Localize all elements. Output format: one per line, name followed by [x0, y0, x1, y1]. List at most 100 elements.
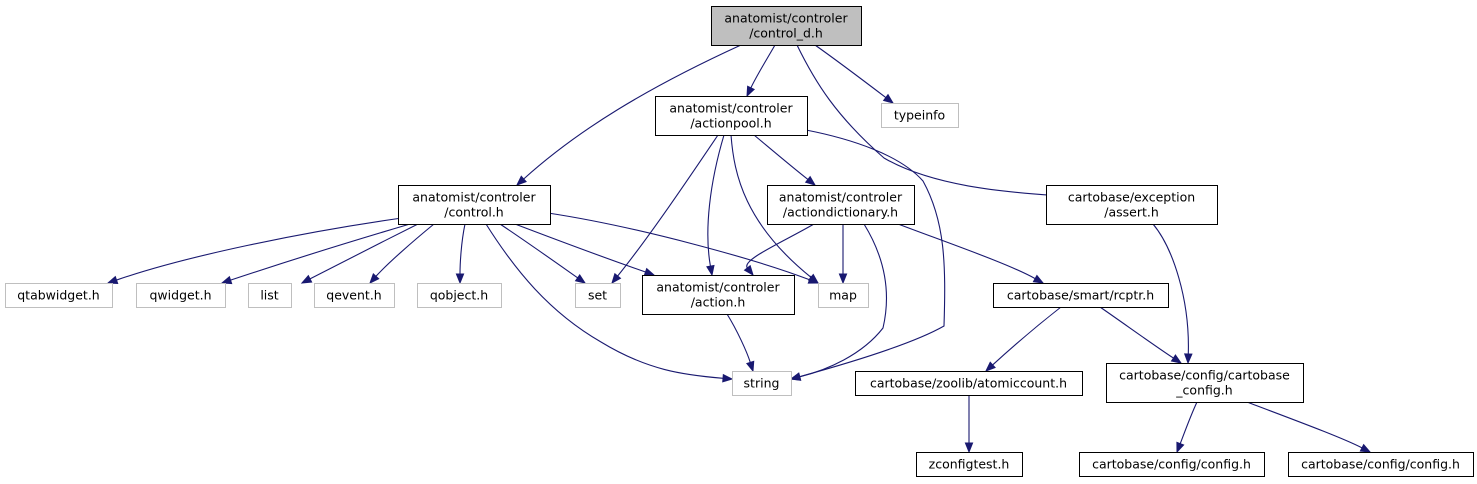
node-label: set	[588, 288, 607, 303]
node-actiondictionary[interactable]: anatomist/controler/actiondictionary.h	[767, 185, 915, 225]
edge-control-to-set	[499, 223, 587, 284]
edge-line	[1099, 306, 1174, 359]
edge-arrowhead	[611, 272, 622, 285]
node-label: typeinfo	[894, 108, 945, 123]
edge-actiondictionary-to-action	[743, 223, 815, 277]
edge-control-to-list	[300, 223, 419, 284]
edge-line	[547, 212, 810, 281]
node-box	[1288, 452, 1474, 477]
edge-arrowhead	[807, 275, 820, 284]
edge-arrowhead	[369, 273, 380, 285]
node-label: anatomist/controler	[669, 101, 793, 116]
edge-control-to-qevent	[369, 223, 435, 285]
edge-control-to-string	[485, 223, 734, 383]
node-map: map	[818, 283, 869, 308]
edge-arrowhead	[300, 274, 313, 284]
node-label: /action.h	[691, 295, 746, 310]
node-typeinfo: typeinfo	[881, 103, 959, 128]
node-box	[1106, 363, 1304, 403]
edge-rcptr-to-atomiccount	[985, 306, 1062, 372]
edge-line	[799, 129, 946, 378]
edge-arrowhead	[882, 93, 895, 104]
node-label: qwidget.h	[150, 288, 212, 303]
edge-cartobase_config-to-config1	[1176, 401, 1198, 454]
node-config1[interactable]: cartobase/config/config.h	[1079, 452, 1265, 477]
edge-line	[116, 217, 403, 281]
node-box	[136, 283, 226, 308]
node-box	[1079, 452, 1265, 477]
edge-control_d-to-control	[516, 44, 742, 186]
node-control[interactable]: anatomist/controler/control.h	[398, 185, 551, 225]
edge-line	[499, 223, 578, 279]
node-box	[314, 283, 395, 308]
node-actionpool[interactable]: anatomist/controler/actionpool.h	[655, 96, 808, 136]
node-label: string	[744, 376, 780, 391]
edge-actionpool-to-actiondictionary	[753, 134, 817, 186]
edge-arrowhead	[1032, 274, 1045, 284]
node-label: /assert.h	[1104, 205, 1159, 220]
edge-line	[1152, 223, 1189, 355]
node-label: /actiondictionary.h	[783, 205, 898, 220]
node-label: cartobase/exception	[1068, 190, 1195, 205]
edge-line	[309, 223, 419, 280]
node-rcptr[interactable]: cartobase/smart/rcptr.h	[993, 283, 1169, 308]
edge-arrowhead	[220, 275, 233, 285]
edge-line	[1179, 401, 1198, 444]
node-box	[1046, 185, 1218, 225]
node-label: anatomist/controler	[779, 190, 903, 205]
nodes-layer: anatomist/controler/control_d.hanatomist…	[5, 6, 1474, 477]
node-label: cartobase/config/config.h	[1301, 457, 1460, 472]
edge-arrowhead	[516, 175, 527, 186]
node-zconfigtest[interactable]: zconfigtest.h	[916, 452, 1023, 477]
edge-line	[799, 223, 888, 378]
node-list: list	[248, 283, 292, 308]
node-box	[711, 6, 862, 46]
node-action[interactable]: anatomist/controler/action.h	[642, 275, 795, 315]
node-box	[655, 96, 808, 136]
edge-assert-to-cartobase_config	[1152, 223, 1193, 365]
node-label: _config.h	[1175, 383, 1232, 398]
node-label: /control.h	[444, 205, 503, 220]
edge-line	[992, 306, 1062, 366]
edge-line	[753, 134, 809, 180]
node-label: /control_d.h	[749, 26, 823, 41]
edge-atomiccount-to-zconfigtest	[964, 395, 974, 454]
node-box	[732, 371, 792, 396]
edge-arrowhead	[574, 273, 587, 284]
edge-line	[746, 223, 815, 269]
edges-layer	[106, 44, 1372, 454]
edge-arrowhead	[804, 175, 817, 186]
edge-control-to-qtabwidget	[106, 217, 403, 284]
node-qwidget: qwidget.h	[136, 283, 226, 308]
edge-arrowhead	[455, 273, 465, 285]
edge-line	[707, 134, 725, 267]
node-atomiccount[interactable]: cartobase/zoolib/atomiccount.h	[855, 371, 1083, 396]
node-config2[interactable]: cartobase/config/config.h	[1288, 452, 1474, 477]
node-label: cartobase/config/config.h	[1092, 457, 1251, 472]
edge-actionpool-to-set	[611, 134, 719, 285]
edge-line	[1246, 401, 1363, 449]
node-assert[interactable]: cartobase/exception/assert.h	[1046, 185, 1218, 225]
node-box	[881, 103, 959, 128]
node-label: map	[829, 288, 857, 303]
edge-arrowhead	[964, 442, 974, 454]
node-box	[5, 283, 113, 308]
node-box	[767, 185, 915, 225]
edge-arrowhead	[743, 264, 754, 277]
edge-arrowhead	[1359, 443, 1372, 453]
edge-line	[726, 313, 751, 363]
node-label: qobject.h	[430, 288, 488, 303]
node-control_d[interactable]: anatomist/controler/control_d.h	[711, 6, 862, 46]
node-cartobase_config[interactable]: cartobase/config/cartobase_config.h	[1106, 363, 1304, 403]
node-label: /actionpool.h	[690, 116, 771, 131]
edge-actiondictionary-to-string	[789, 223, 888, 381]
node-label: qevent.h	[326, 288, 381, 303]
node-qtabwidget: qtabwidget.h	[5, 283, 113, 308]
node-box	[916, 452, 1023, 477]
node-box	[818, 283, 869, 308]
edge-arrowhead	[1183, 353, 1193, 365]
edge-cartobase_config-to-config2	[1246, 401, 1372, 453]
edge-control-to-qwidget	[220, 223, 411, 285]
node-qobject: qobject.h	[417, 283, 502, 308]
